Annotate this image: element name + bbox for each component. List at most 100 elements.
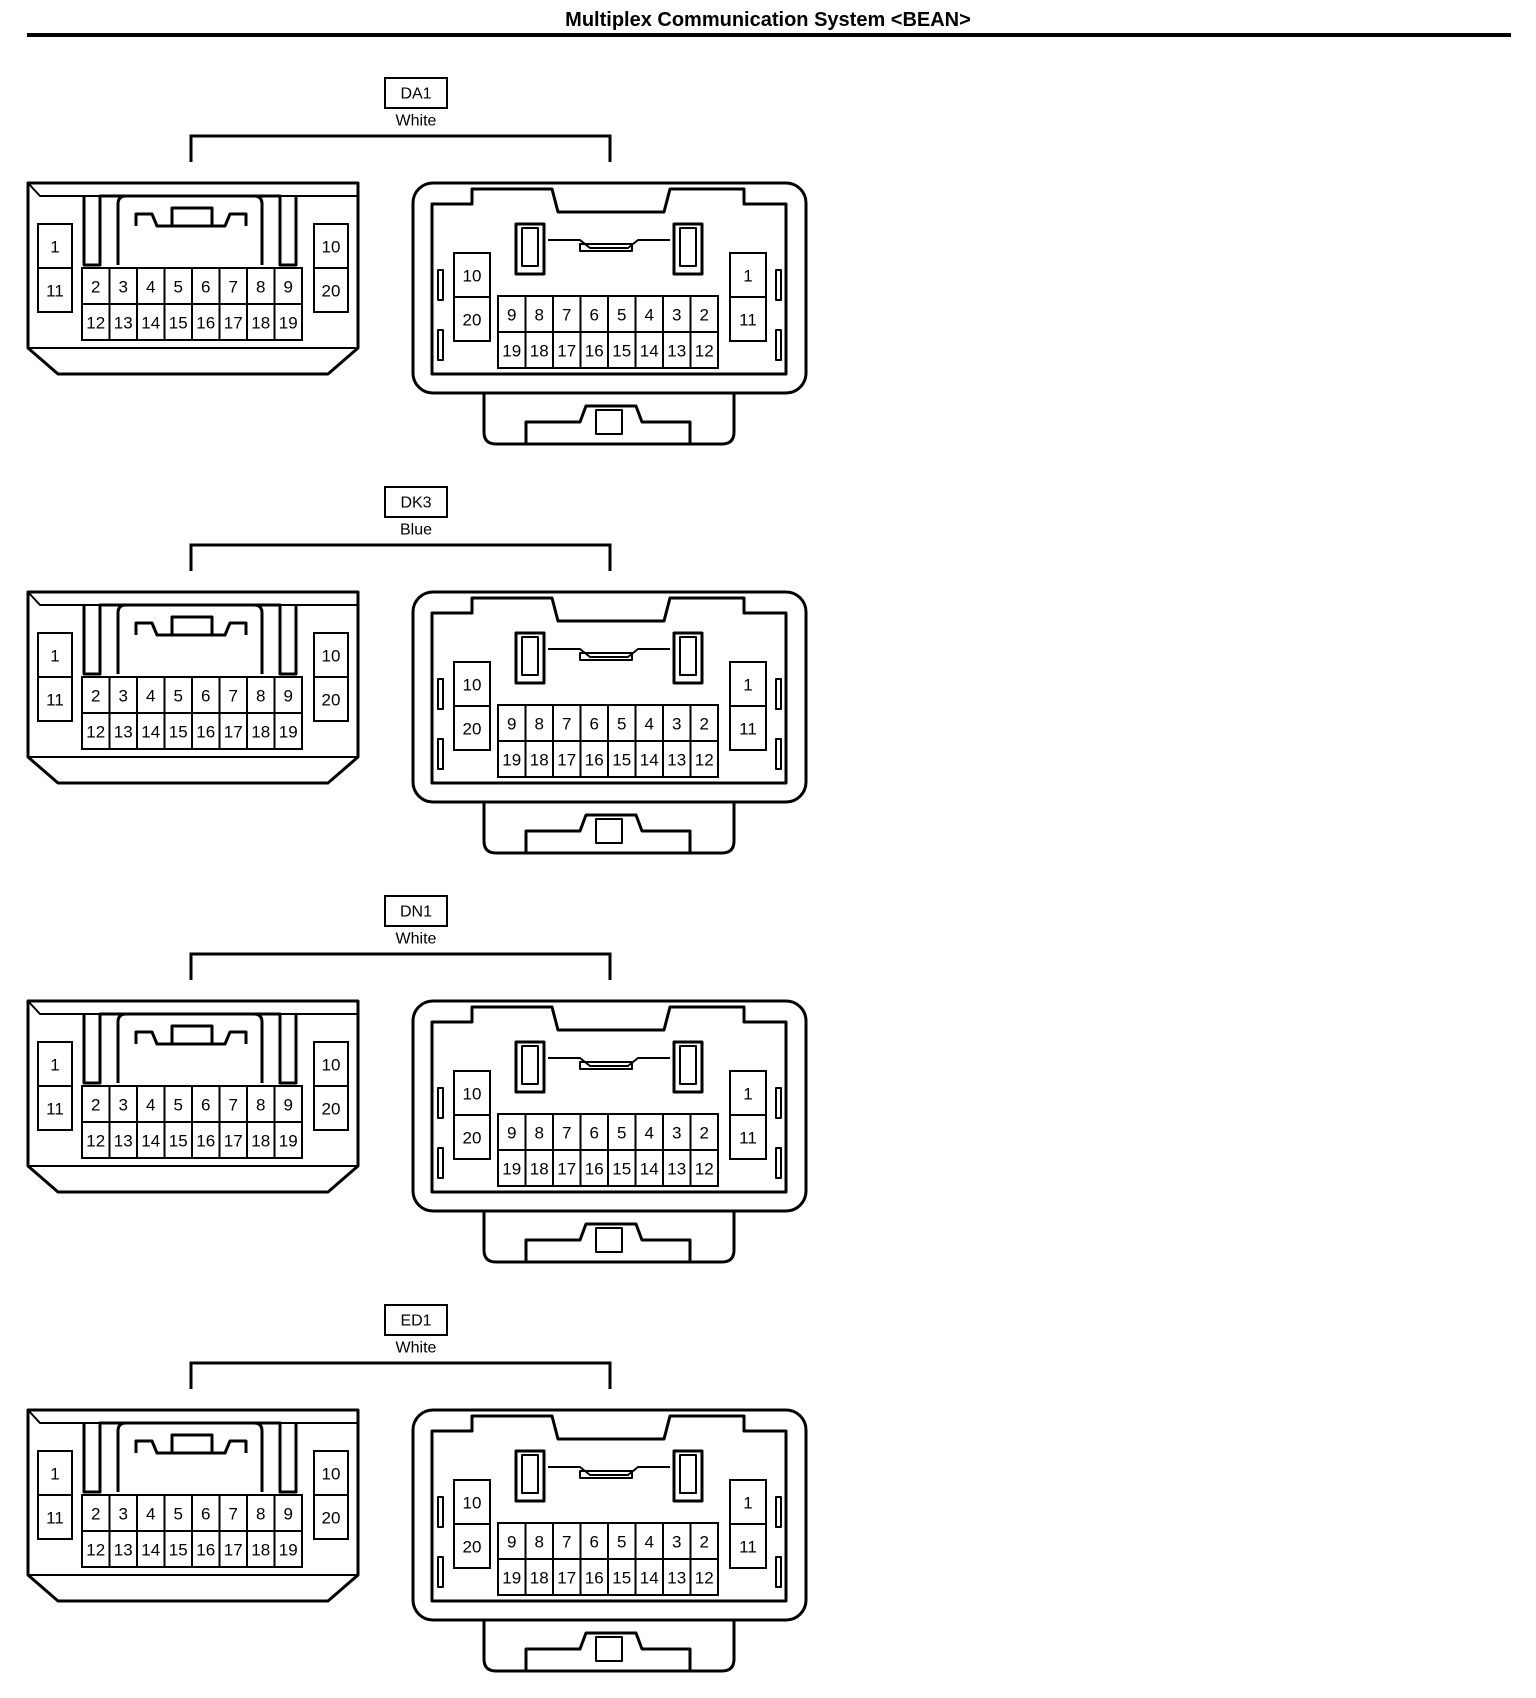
connector-latch [82,1421,298,1494]
connector-latch [82,194,298,267]
connector-latch [82,1012,298,1085]
connector-color: White [396,931,437,948]
pin-cell [246,1530,276,1568]
pin-cell [37,1041,73,1087]
pin-number: 6 [590,1124,599,1143]
connector-latch [548,1057,670,1067]
pin-number: 20 [322,1509,341,1528]
pin-cell [37,1494,73,1540]
pin-number: 1 [50,238,59,257]
pin-number: 13 [667,751,686,770]
bottom-tab [482,1620,736,1673]
pin-number: 14 [640,751,659,770]
pin-number: 16 [585,1569,604,1588]
pin-cell [136,1530,166,1568]
connector-key [579,1061,633,1070]
pin-number: 12 [695,342,714,361]
pair-bracket [189,952,612,980]
pin-cell [497,331,527,369]
bottom-tab [482,802,736,855]
pin-cell [108,1530,138,1568]
pin-number: 7 [562,1124,571,1143]
pin-number: 7 [229,278,238,297]
pin-number: 4 [645,306,654,325]
pin-cell [136,1121,166,1159]
pin-number: 19 [502,342,521,361]
pin-number: 6 [590,1533,599,1552]
connector-outline [411,1408,808,1622]
pin-number: 4 [146,278,155,297]
pin-cell [497,295,527,333]
pin-number: 10 [463,267,482,286]
pin-number: 12 [695,1160,714,1179]
pin-cell [729,661,767,707]
pin-number: 19 [502,751,521,770]
pin-number: 9 [507,1533,516,1552]
pin-number: 4 [146,1505,155,1524]
pin-number: 15 [612,751,631,770]
connector-key [679,636,697,676]
side-slot [775,269,782,301]
bottom-tab [482,393,736,446]
connector-key [514,631,546,685]
pair-bracket [189,1361,612,1389]
connector-key [521,1045,539,1085]
bottom-tab [524,1631,692,1671]
pin-number: 20 [322,1100,341,1119]
pin-cell [313,267,349,313]
pin-number: 6 [590,306,599,325]
pin-number: 18 [530,1160,549,1179]
pin-number: 9 [284,1096,293,1115]
pin-cell [273,267,303,305]
pin-number: 5 [617,1533,626,1552]
pin-cell [163,1085,193,1123]
pin-number: 5 [174,1096,183,1115]
pin-number: 14 [141,1541,160,1560]
connector-outline [430,187,788,376]
pin-cell [634,1522,664,1560]
pin-number: 2 [91,687,100,706]
connector-latch [134,212,248,228]
pin-number: 3 [119,278,128,297]
pin-cell [313,632,349,678]
pin-number: 17 [224,1132,243,1151]
pin-number: 7 [562,306,571,325]
pin-cell [552,1558,582,1596]
pin-number: 19 [279,1541,298,1560]
connector-key [672,222,704,276]
pin-number: 18 [530,342,549,361]
pin-number: 20 [463,311,482,330]
pin-cell [37,1450,73,1496]
side-slot [775,1496,782,1528]
pin-number: 17 [557,1569,576,1588]
pin-number: 7 [229,1505,238,1524]
pair-bracket [189,134,612,162]
pin-cell [218,303,248,341]
pin-number: 16 [585,751,604,770]
side-slot [775,329,782,361]
pin-cell [524,1522,554,1560]
connector-id: ED1 [400,1313,431,1330]
pin-number: 19 [279,723,298,742]
pin-number: 16 [196,314,215,333]
pin-number: 5 [617,715,626,734]
connector-outline [430,596,788,785]
connector-key [672,631,704,685]
pin-cell [37,632,73,678]
pin-number: 14 [640,342,659,361]
connector-key [170,1433,214,1455]
pin-number: 17 [224,723,243,742]
pin-number: 6 [590,715,599,734]
pin-cell [246,303,276,341]
pin-cell [313,676,349,722]
connector-latch [548,648,670,658]
connector-latch [134,1030,248,1046]
pin-cell [524,1558,554,1596]
pin-number: 16 [196,723,215,742]
